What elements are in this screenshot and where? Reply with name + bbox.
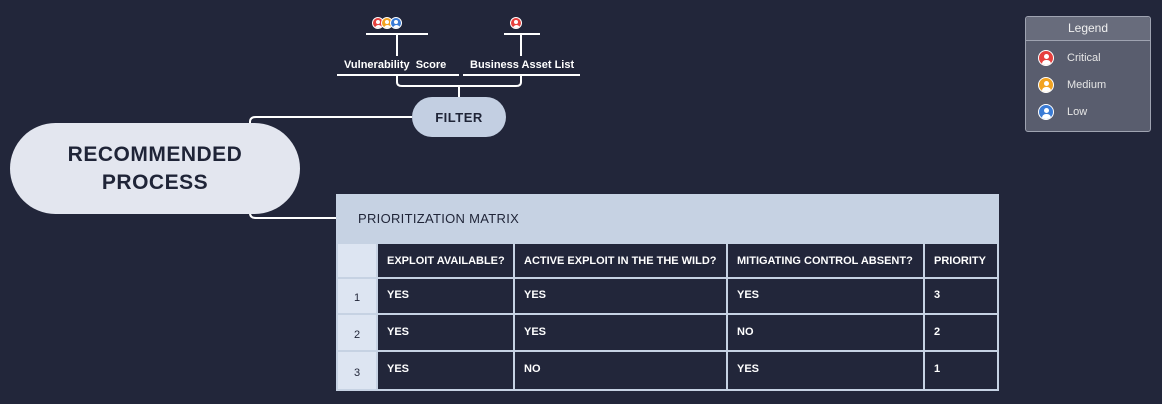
medium-person-icon xyxy=(1038,77,1054,93)
table-cell: 1 xyxy=(925,352,997,389)
critical-marker-icon xyxy=(510,17,522,29)
subtopic-vulnerability-score[interactable]: Vulnerability Score xyxy=(344,59,447,71)
matrix-title: PRIORITIZATION MATRIX xyxy=(358,211,520,226)
row-index: 1 xyxy=(338,279,376,313)
row-index: 3 xyxy=(338,352,376,389)
row-index: 2 xyxy=(338,315,376,350)
matrix-corner-cell xyxy=(338,244,376,277)
legend-item-label: Medium xyxy=(1067,79,1107,91)
subtopic-business-asset-list[interactable]: Business Asset List xyxy=(470,59,575,71)
central-topic-recommended-process[interactable]: RECOMMENDED PROCESS xyxy=(10,123,300,214)
connector-central-filter xyxy=(249,116,412,123)
connector-filter-subtopics xyxy=(396,76,522,97)
legend-item-low: Low xyxy=(1038,104,1087,120)
table-cell: YES xyxy=(728,352,923,389)
prioritization-matrix[interactable]: PRIORITIZATION MATRIX EXPLOIT AVAILABLE?… xyxy=(336,194,999,391)
legend-title: Legend xyxy=(1026,17,1150,41)
central-topic-label: RECOMMENDED PROCESS xyxy=(67,142,243,194)
table-cell: YES xyxy=(515,315,726,350)
legend-item-label: Low xyxy=(1067,106,1088,118)
column-header-active-exploit: ACTIVE EXPLOIT IN THE THE WILD? xyxy=(515,244,726,277)
legend-item-medium: Medium xyxy=(1038,77,1106,93)
legend-panel: Legend Critical Medium Low xyxy=(1025,16,1151,132)
low-person-icon xyxy=(1038,104,1054,120)
filter-topic-label: FILTER xyxy=(435,109,483,125)
table-cell: YES xyxy=(378,315,513,350)
filter-topic[interactable]: FILTER xyxy=(412,97,506,137)
table-cell: YES xyxy=(378,352,513,389)
column-header-exploit-available: EXPLOIT AVAILABLE? xyxy=(378,244,513,277)
column-header-priority: PRIORITY xyxy=(925,244,997,277)
table-cell: 2 xyxy=(925,315,997,350)
critical-person-icon xyxy=(1038,50,1054,66)
table-cell: YES xyxy=(378,279,513,313)
table-cell: YES xyxy=(515,279,726,313)
stem-vulnerability xyxy=(366,33,428,56)
table-cell: YES xyxy=(728,279,923,313)
column-header-mitigating-control: MITIGATING CONTROL ABSENT? xyxy=(728,244,923,277)
legend-item-critical: Critical xyxy=(1038,50,1101,66)
table-cell: NO xyxy=(515,352,726,389)
table-cell: NO xyxy=(728,315,923,350)
low-marker-icon xyxy=(390,17,402,29)
stem-business-asset xyxy=(504,33,540,56)
legend-item-label: Critical xyxy=(1067,52,1101,64)
table-cell: 3 xyxy=(925,279,997,313)
